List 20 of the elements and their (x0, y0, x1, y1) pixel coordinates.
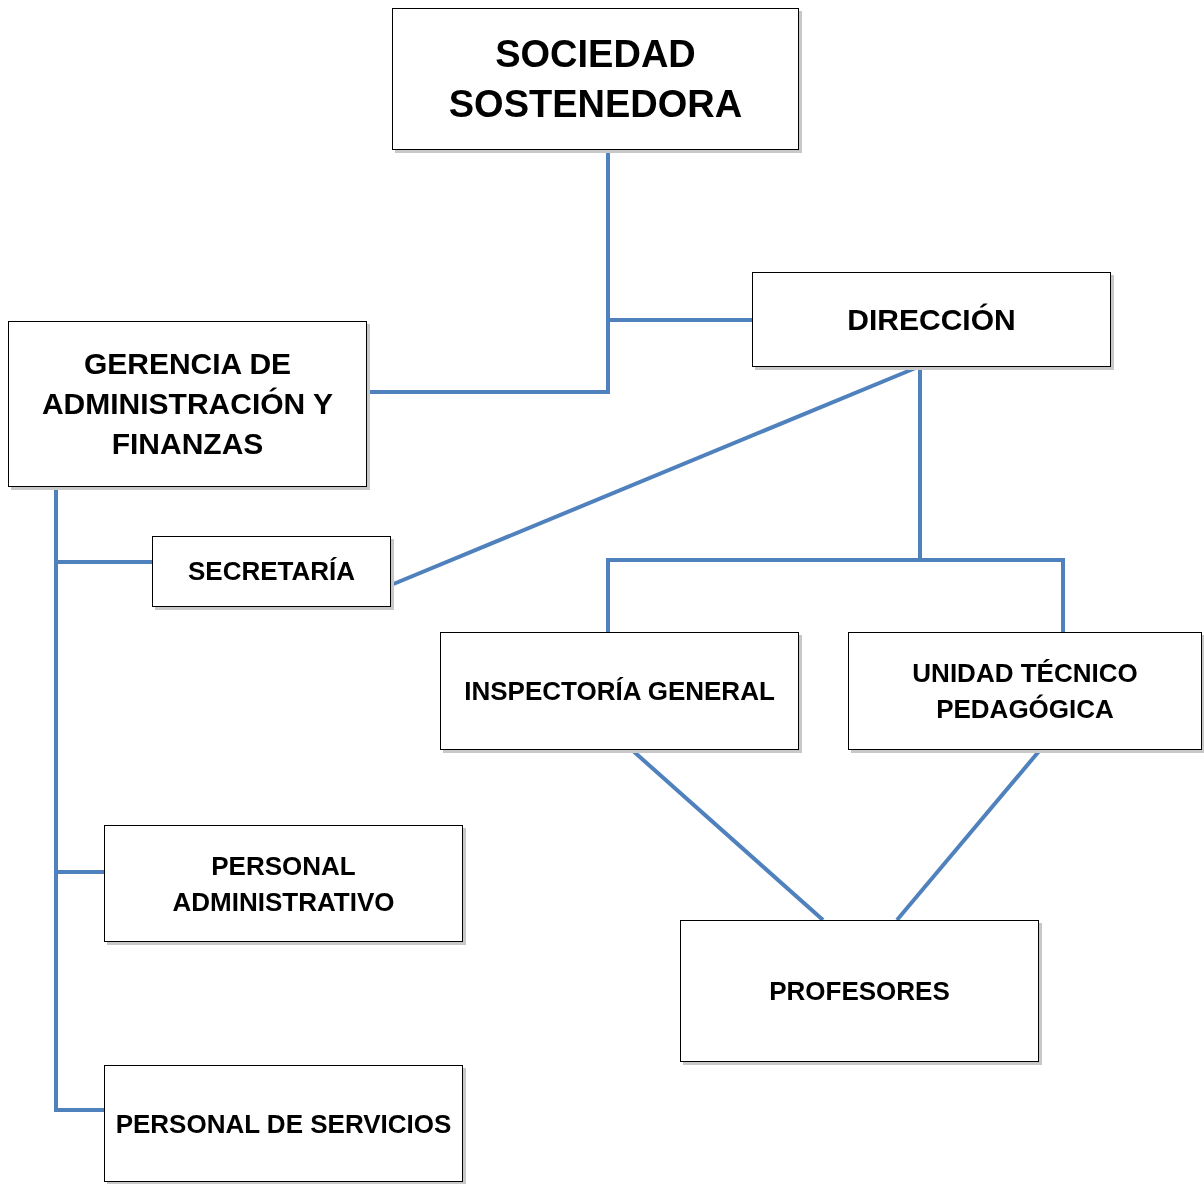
box-label: PERSONAL ADMINISTRATIVO (171, 849, 396, 919)
box-label: SECRETARÍA (187, 555, 356, 588)
box-label: INSPECTORÍA GENERAL (464, 675, 775, 708)
org-box (392, 8, 799, 150)
org-box (8, 321, 367, 487)
box-label: DIRECCIÓN (847, 302, 1016, 338)
org-box (752, 272, 1111, 367)
connector-line (367, 150, 610, 394)
org-box (104, 825, 463, 942)
org-box (848, 632, 1202, 750)
connector-line (918, 367, 1065, 632)
box-label: SOCIEDAD SOSTENEDORA (447, 32, 744, 127)
box-label: GERENCIA DE ADMINISTRACIÓN Y FINANZAS (40, 346, 335, 462)
org-box (104, 1065, 463, 1182)
org-box (680, 920, 1039, 1062)
box-label: PROFESORES (769, 974, 950, 1008)
org-box (440, 632, 799, 750)
box-label: PERSONAL DE SERVICIOS (115, 1107, 452, 1141)
box-label: UNIDAD TÉCNICO PEDAGÓGICA (911, 657, 1139, 726)
org-box (152, 536, 391, 607)
